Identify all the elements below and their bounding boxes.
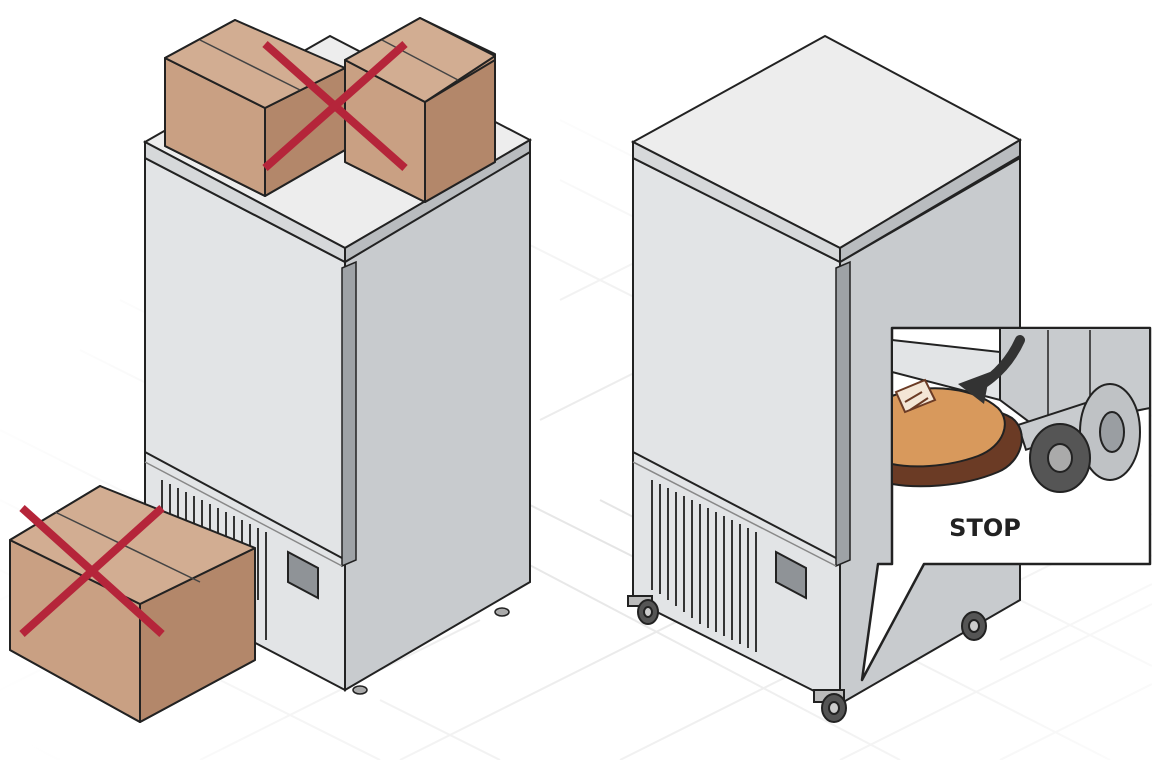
stop-label: STOP	[949, 514, 1021, 542]
